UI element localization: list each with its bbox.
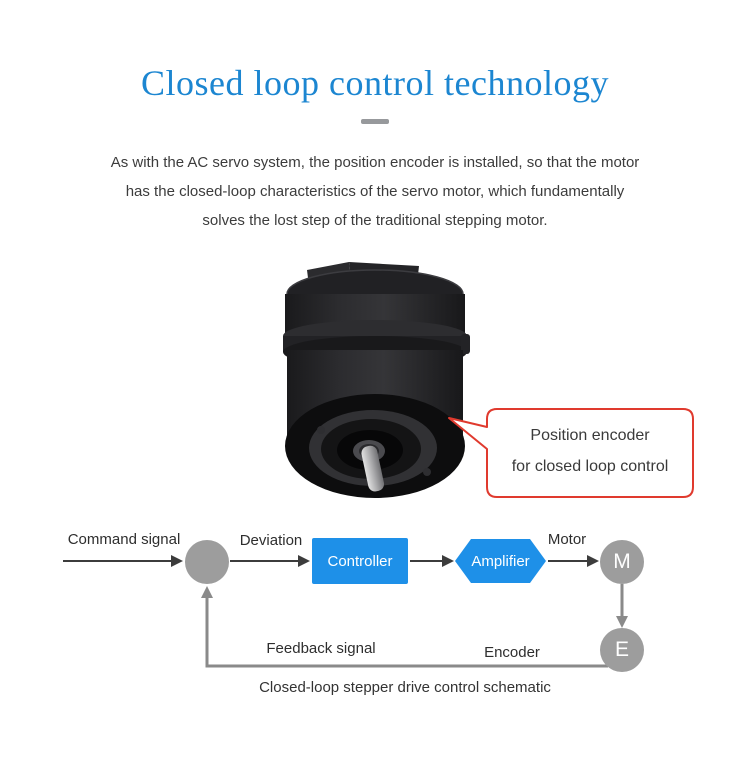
motor-node bbox=[600, 540, 644, 584]
motor-label: Motor bbox=[547, 531, 587, 548]
callout-line-1: Position encoder bbox=[530, 427, 650, 444]
motor-shaft bbox=[361, 445, 385, 492]
encoder-label: Encoder bbox=[484, 644, 540, 661]
summing-junction-node bbox=[185, 540, 229, 584]
stepper-motor-encoder-image bbox=[283, 262, 470, 498]
deviation-arrow bbox=[230, 555, 310, 567]
controller-block bbox=[312, 538, 408, 584]
motor-node-letter: M bbox=[613, 550, 631, 573]
command-arrow bbox=[63, 555, 183, 567]
command-signal-label: Command signal bbox=[67, 531, 181, 548]
deviation-label: Deviation bbox=[239, 532, 303, 549]
motor-to-encoder-arrow bbox=[616, 584, 628, 628]
page-title: Closed loop control technology bbox=[141, 63, 609, 103]
motor-bottom-face bbox=[285, 394, 465, 498]
callout-line-2: for closed loop control bbox=[511, 458, 669, 475]
title-underline bbox=[361, 119, 389, 124]
callout-outline bbox=[448, 408, 694, 498]
amplifier-block bbox=[455, 539, 546, 583]
feedback-path bbox=[201, 586, 608, 668]
intro-line-1: As with the AC servo system, the positio… bbox=[110, 154, 640, 171]
intro-line-3: solves the lost step of the traditional … bbox=[202, 212, 548, 229]
control-schematic bbox=[63, 538, 644, 672]
intro-paragraph: As with the AC servo system, the positio… bbox=[0, 148, 750, 235]
controller-block-label: Controller bbox=[327, 552, 393, 570]
schematic-caption: Closed-loop stepper drive control schema… bbox=[259, 679, 551, 696]
amplifier-block-label: Amplifier bbox=[471, 552, 530, 570]
encoder-node bbox=[600, 628, 644, 672]
controller-to-amplifier-arrow bbox=[410, 555, 454, 567]
intro-line-2: has the closed-loop characteristics of t… bbox=[125, 183, 625, 200]
callout-bubble bbox=[448, 408, 694, 498]
feedback-signal-label: Feedback signal bbox=[266, 640, 376, 657]
amplifier-to-motor-arrow bbox=[548, 555, 599, 567]
encoder-node-letter: E bbox=[614, 638, 629, 661]
